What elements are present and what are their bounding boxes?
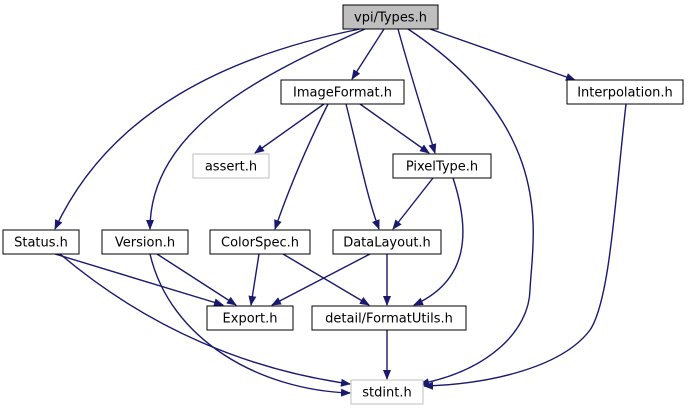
node-box-colorspec [209, 229, 311, 255]
node-box-formatutils [311, 305, 467, 331]
edge-types-to-stdint [407, 28, 534, 387]
node-label-stdint: stdint.h [362, 386, 411, 401]
edge-types-to-interpolation [429, 28, 576, 81]
node-assert[interactable]: assert.h [192, 153, 270, 179]
edge-pixeltype-to-datalayout [392, 177, 434, 230]
node-datalayout[interactable]: DataLayout.h [332, 229, 442, 255]
node-label-datalayout: DataLayout.h [343, 236, 431, 251]
edge-imageformat-to-datalayout [345, 103, 380, 230]
node-box-types [342, 4, 439, 30]
node-box-datalayout [332, 229, 442, 255]
edge-status-to-stdint [59, 253, 351, 387]
node-label-imageformat: ImageFormat.h [293, 86, 392, 101]
node-label-version: Version.h [115, 236, 175, 251]
edge-types-to-imageformat [351, 28, 385, 80]
node-box-export [206, 305, 294, 331]
node-colorspec[interactable]: ColorSpec.h [209, 229, 311, 255]
edge-version-to-stdint [149, 253, 351, 397]
edge-version-to-export [156, 253, 237, 306]
edge-colorspec-to-export [248, 253, 260, 306]
node-interpolation[interactable]: Interpolation.h [566, 79, 684, 105]
edge-datalayout-to-export [271, 253, 371, 306]
edge-types-to-pixeltype [397, 28, 437, 154]
node-box-pixeltype [392, 153, 492, 179]
node-label-formatutils: detail/FormatUtils.h [325, 312, 453, 327]
node-pixeltype[interactable]: PixelType.h [392, 153, 492, 179]
edge-pixeltype-to-formatutils [413, 177, 464, 306]
node-status[interactable]: Status.h [2, 229, 80, 255]
node-label-assert: assert.h [205, 160, 257, 175]
edge-imageformat-to-pixeltype [359, 103, 430, 154]
edge-imageformat-to-assert [254, 103, 325, 154]
node-box-stdint [350, 379, 424, 405]
edge-interpolation-to-stdint [423, 103, 627, 390]
node-box-version [101, 229, 189, 255]
edge-imageformat-to-colorspec [274, 103, 329, 230]
node-box-interpolation [566, 79, 684, 105]
node-version[interactable]: Version.h [101, 229, 189, 255]
node-box-imageformat [280, 79, 405, 105]
node-export[interactable]: Export.h [206, 305, 294, 331]
node-label-colorspec: ColorSpec.h [221, 236, 299, 251]
node-label-types: vpi/Types.h [354, 11, 427, 26]
node-label-status: Status.h [14, 236, 68, 251]
edge-types-to-version [146, 28, 366, 230]
node-imageformat[interactable]: ImageFormat.h [280, 79, 405, 105]
node-label-interpolation: Interpolation.h [577, 86, 673, 101]
node-formatutils[interactable]: detail/FormatUtils.h [311, 305, 467, 331]
node-label-pixeltype: PixelType.h [406, 160, 478, 175]
edges-layer [54, 28, 627, 397]
node-types[interactable]: vpi/Types.h [342, 4, 439, 30]
node-label-export: Export.h [223, 312, 278, 327]
node-box-status [2, 229, 80, 255]
edge-colorspec-to-formatutils [282, 253, 370, 306]
node-stdint[interactable]: stdint.h [350, 379, 424, 405]
edge-status-to-export [54, 253, 224, 307]
node-box-assert [192, 153, 270, 179]
edge-types-to-status [54, 28, 361, 230]
